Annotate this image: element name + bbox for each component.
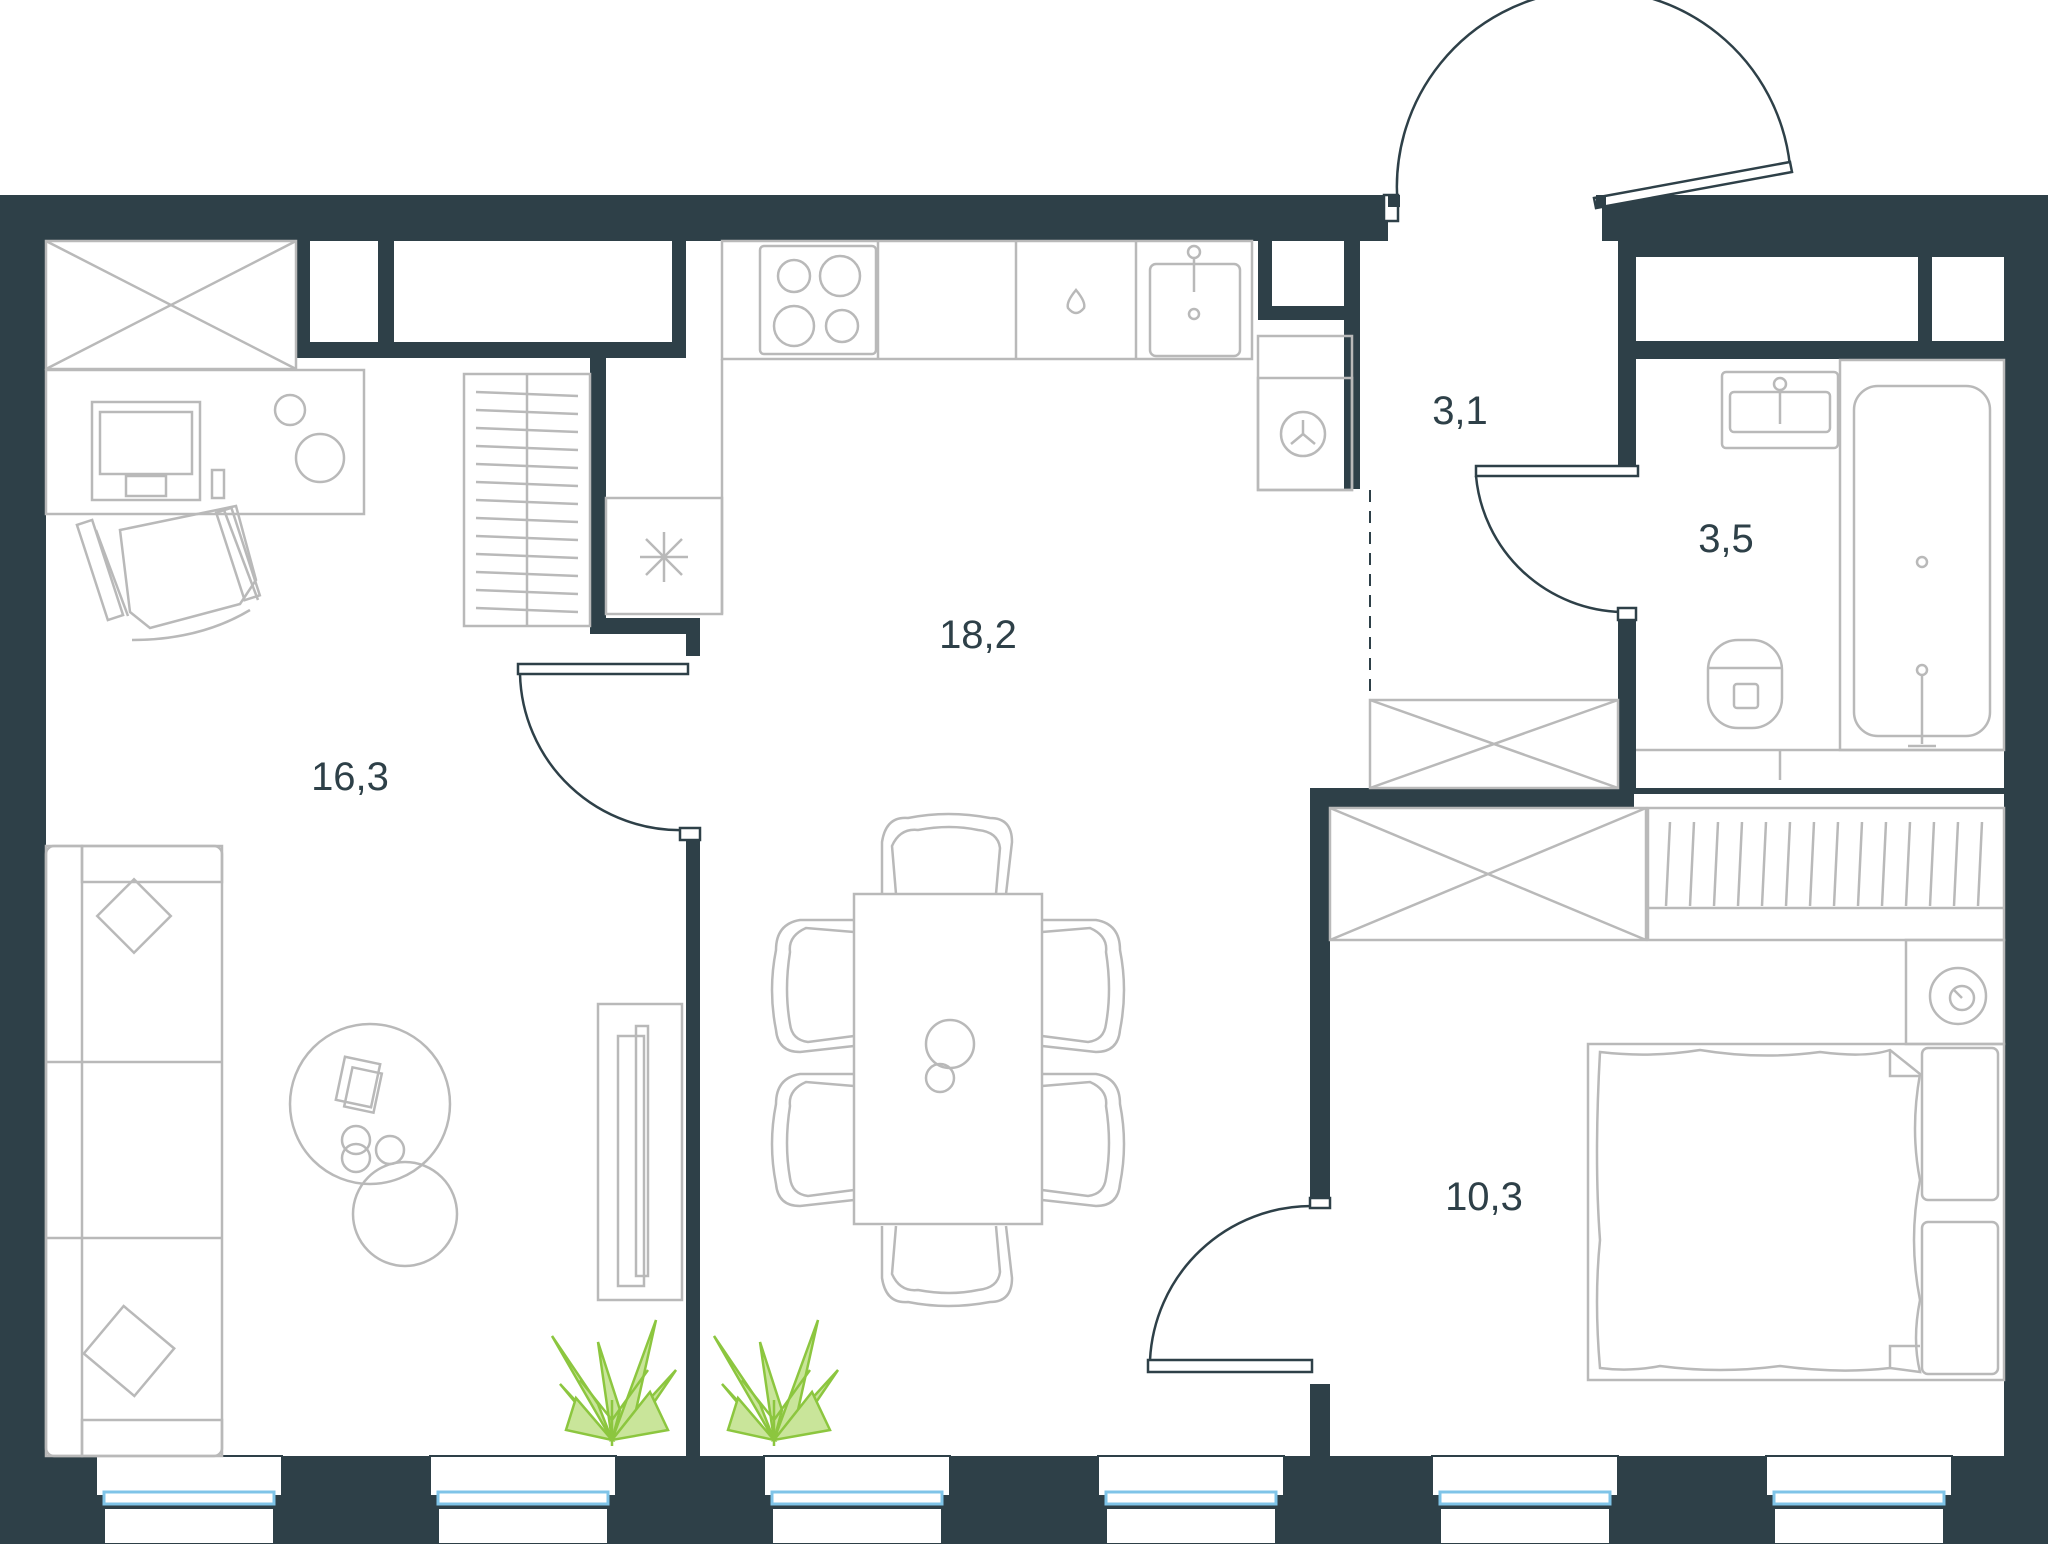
plant-left xyxy=(550,1319,678,1446)
dining-table xyxy=(770,812,1126,1308)
hall-wardrobe xyxy=(1368,698,1620,790)
bedroom-shelf xyxy=(1646,806,2006,942)
area-label-bathroom: 3,5 xyxy=(1698,517,1754,561)
coffee-table xyxy=(288,1022,459,1268)
plant-right xyxy=(712,1319,840,1446)
sofa xyxy=(44,844,224,1458)
window-1 xyxy=(95,1455,283,1544)
area-label-bedroom: 10,3 xyxy=(1445,1175,1523,1219)
window-6 xyxy=(1765,1455,1953,1544)
living-room-furniture xyxy=(44,239,684,1458)
bed xyxy=(1586,1042,2006,1382)
window-5 xyxy=(1431,1455,1619,1544)
entrance-door xyxy=(1382,0,1794,223)
washing-machine-icon xyxy=(1256,334,1354,492)
bedroom xyxy=(1328,806,2006,1382)
office-chair xyxy=(75,504,262,642)
living-room-door xyxy=(516,662,702,842)
bathtub-icon xyxy=(1838,358,2006,752)
area-labels: 16,3 18,2 3,1 3,5 10,3 xyxy=(311,389,1754,1219)
toilet-icon xyxy=(1706,638,1784,730)
stove-icon xyxy=(758,244,878,356)
interior-walls xyxy=(296,241,2004,1456)
wardrobe xyxy=(44,239,298,371)
desk xyxy=(44,368,366,516)
area-label-living-room: 16,3 xyxy=(311,755,389,799)
bathroom-door xyxy=(1474,464,1640,622)
shelf-unit xyxy=(462,372,592,628)
window-4 xyxy=(1097,1455,1285,1544)
sink-icon xyxy=(1148,244,1242,358)
tv-stand xyxy=(596,1002,684,1302)
window-3 xyxy=(763,1455,951,1544)
water-drop-icon xyxy=(1066,288,1086,315)
bedroom-wardrobe xyxy=(1328,806,1648,942)
bedroom-door xyxy=(1146,1196,1332,1374)
plant-icon xyxy=(550,1319,840,1446)
nightstand-top xyxy=(1904,938,2006,1046)
bathroom xyxy=(1636,358,2006,780)
area-label-hallway: 3,1 xyxy=(1432,389,1488,433)
area-label-kitchen: 18,2 xyxy=(939,613,1017,657)
window-2 xyxy=(429,1455,617,1544)
kitchen xyxy=(604,239,1620,1308)
bathroom-sink xyxy=(1720,370,1840,450)
fan-icon xyxy=(604,496,724,616)
outer-walls xyxy=(0,195,2048,1544)
